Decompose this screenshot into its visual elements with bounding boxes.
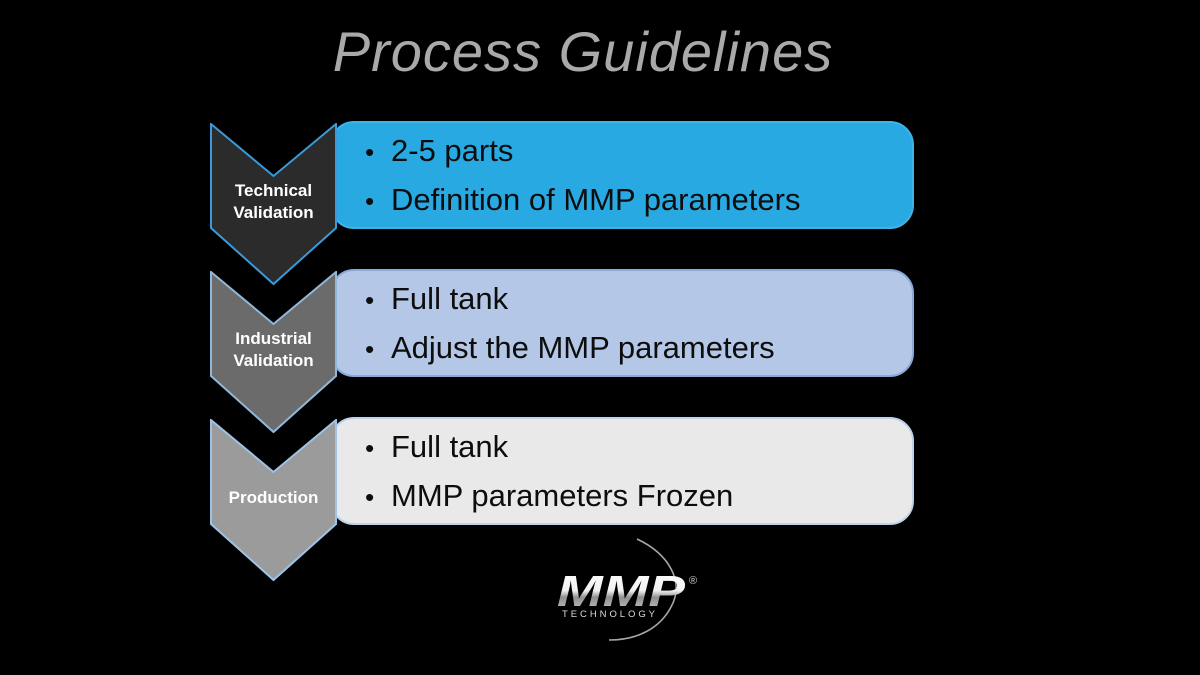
- chevron-polygon: [210, 271, 337, 434]
- chevron-polygon: [210, 123, 337, 286]
- bullet-icon: •: [365, 186, 375, 216]
- bullet-item: • Adjust the MMP parameters: [365, 323, 912, 372]
- stage-content-box: • Full tank • MMP parameters Frozen: [330, 417, 914, 525]
- bullet-icon: •: [365, 285, 375, 315]
- bullet-text: Adjust the MMP parameters: [391, 330, 775, 365]
- bullet-text: MMP parameters Frozen: [391, 478, 734, 513]
- bullet-icon: •: [365, 334, 375, 364]
- bullet-item: • Definition of MMP parameters: [365, 175, 912, 224]
- registered-mark-icon: ®: [689, 575, 697, 587]
- bullet-item: • MMP parameters Frozen: [365, 471, 912, 520]
- logo-wordmark: MMP: [557, 567, 686, 616]
- stage-content-box: • Full tank • Adjust the MMP parameters: [330, 269, 914, 377]
- chevron-polygon: [210, 419, 337, 582]
- chevron-down-shape: [210, 271, 337, 434]
- stage-label: Industrial Validation: [210, 323, 337, 377]
- logo-subtitle: TECHNOLOGY: [562, 609, 658, 620]
- chevron-down-shape: [210, 419, 337, 582]
- stage-label-line: Technical: [234, 181, 313, 200]
- bullet-icon: •: [365, 137, 375, 167]
- stage-label-line: Industrial: [235, 329, 312, 348]
- stage-label-line: Validation: [233, 351, 314, 370]
- bullet-item: • Full tank: [365, 274, 912, 323]
- bullet-icon: •: [365, 433, 375, 463]
- chevron-down-shape: [210, 123, 337, 286]
- stage-label: Production: [210, 471, 337, 525]
- bullet-icon: •: [365, 482, 375, 512]
- stage-row-technical-validation: • 2-5 parts • Definition of MMP paramete…: [210, 121, 920, 291]
- stage-row-industrial-validation: • Full tank • Adjust the MMP parameters …: [210, 269, 920, 439]
- stage-row-production: • Full tank • MMP parameters Frozen Prod…: [210, 417, 920, 587]
- stage-content-box: • 2-5 parts • Definition of MMP paramete…: [330, 121, 914, 229]
- stage-label: Technical Validation: [210, 175, 337, 229]
- slide-title: Process Guidelines: [332, 20, 834, 83]
- bullet-text: Full tank: [391, 281, 509, 316]
- stage-label-line: Validation: [233, 203, 314, 222]
- stage-label-line: Production: [228, 488, 319, 507]
- mmp-technology-logo: MMP ® TECHNOLOGY: [557, 538, 697, 641]
- bullet-text: Full tank: [391, 429, 509, 464]
- bullet-item: • Full tank: [365, 422, 912, 471]
- logo-swoosh: [608, 538, 677, 641]
- bullet-item: • 2-5 parts: [365, 126, 912, 175]
- bullet-text: Definition of MMP parameters: [391, 182, 801, 217]
- bullet-text: 2-5 parts: [391, 133, 514, 168]
